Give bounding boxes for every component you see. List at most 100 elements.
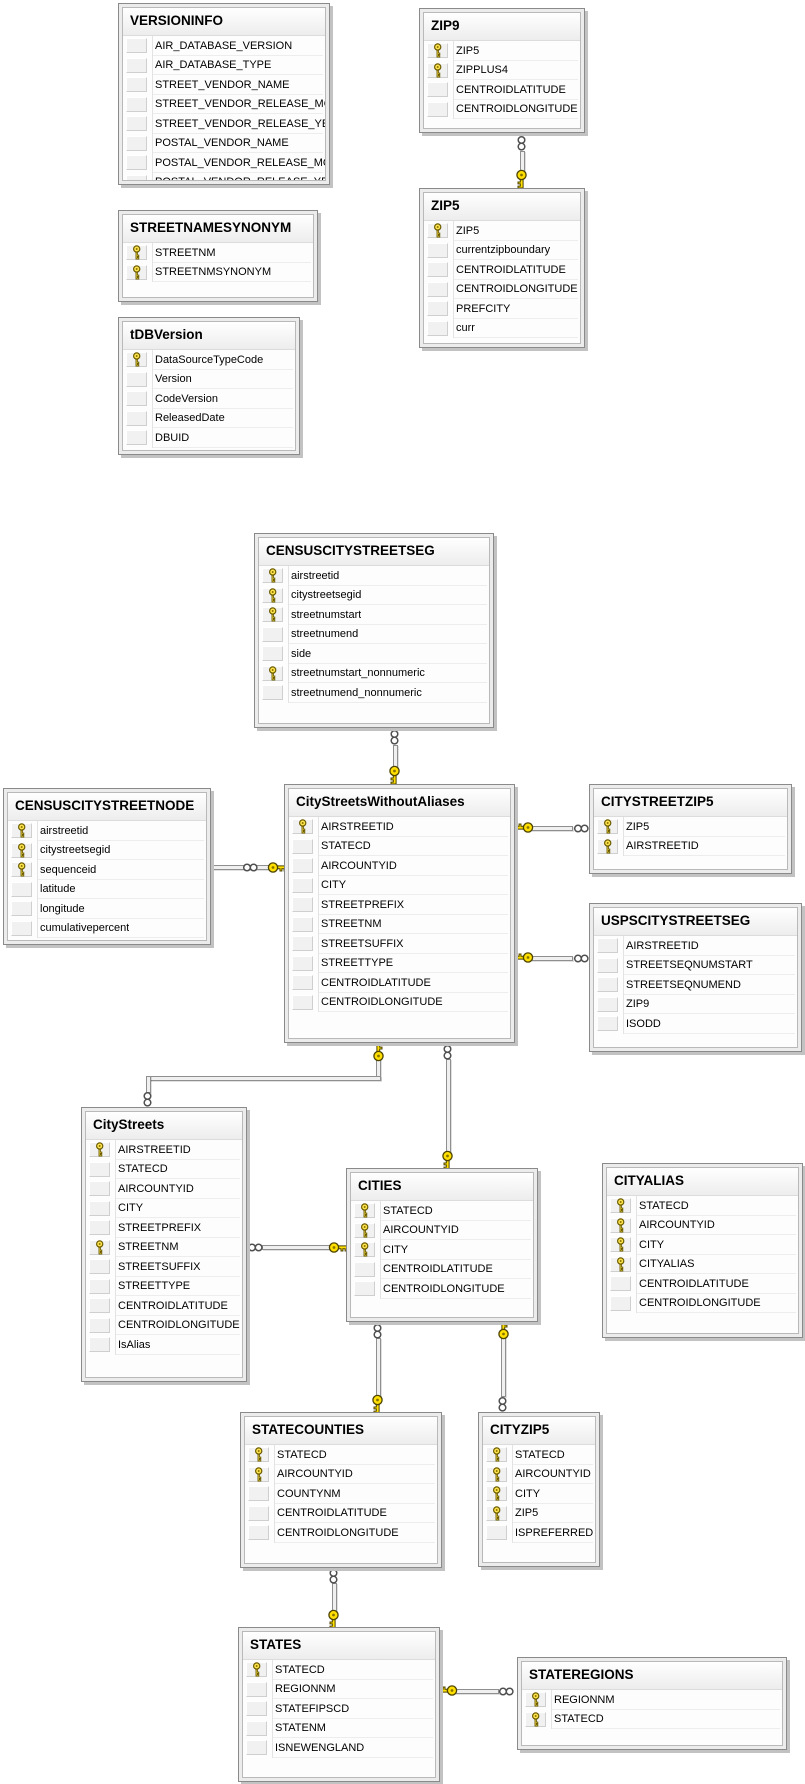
column-row-STREETSUFFIX[interactable]: STREETSUFFIX <box>289 934 510 954</box>
column-row-POSTAL_VENDOR_RELEASE_MONTH[interactable]: POSTAL_VENDOR_RELEASE_MONTH <box>123 153 325 173</box>
column-row-AIRSTREETID[interactable]: AIRSTREETID <box>594 837 787 857</box>
column-row-STREET_VENDOR_RELEASE_MONTH[interactable]: STREET_VENDOR_RELEASE_MONTH <box>123 95 325 115</box>
column-row-STREET_VENDOR_RELEASE_YEAR[interactable]: STREET_VENDOR_RELEASE_YEAR <box>123 114 325 134</box>
table-title[interactable]: STREETNAMESYNONYM <box>123 215 313 243</box>
table-title[interactable]: CityStreets <box>86 1112 242 1140</box>
column-row-ZIP5[interactable]: ZIP5 <box>424 41 580 61</box>
column-row-CITY[interactable]: CITY <box>86 1199 242 1219</box>
column-row-currentzipboundary[interactable]: currentzipboundary <box>424 241 580 261</box>
table-title[interactable]: STATEREGIONS <box>522 1662 782 1690</box>
column-row-streetnumstart[interactable]: streetnumstart <box>259 605 489 625</box>
relationship-line-CITYZIP5_CITIES[interactable] <box>500 1337 506 1397</box>
column-row-POSTAL_VENDOR_NAME[interactable]: POSTAL_VENDOR_NAME <box>123 134 325 154</box>
column-row-sequenceid[interactable]: sequenceid <box>8 860 206 880</box>
column-row-STATECD[interactable]: STATECD <box>86 1160 242 1180</box>
column-row-longitude[interactable]: longitude <box>8 899 206 919</box>
column-row-AIRCOUNTYID[interactable]: AIRCOUNTYID <box>289 856 510 876</box>
column-row-STREETTYPE[interactable]: STREETTYPE <box>86 1277 242 1297</box>
relationship-line-CITYSTREETZIP5_CityStreetsWithoutAliases[interactable] <box>531 825 573 831</box>
column-row-STATECD[interactable]: STATECD <box>483 1445 595 1465</box>
column-row-CENTROIDLONGITUDE[interactable]: CENTROIDLONGITUDE <box>86 1316 242 1336</box>
column-row-curr[interactable]: curr <box>424 319 580 339</box>
column-row-POSTAL_VENDOR_RELEASE_YEAR[interactable]: POSTAL_VENDOR_RELEASE_YEAR <box>123 173 325 180</box>
column-row-ISODD[interactable]: ISODD <box>594 1014 797 1034</box>
column-row-ReleasedDate[interactable]: ReleasedDate <box>123 409 295 429</box>
column-row-STREETSEQNUMSTART[interactable]: STREETSEQNUMSTART <box>594 956 797 976</box>
column-row-cumulativepercent[interactable]: cumulativepercent <box>8 919 206 939</box>
column-row-citystreetsegid[interactable]: citystreetsegid <box>8 841 206 861</box>
column-row-airstreetid[interactable]: airstreetid <box>259 566 489 586</box>
column-row-CENTROIDLATITUDE[interactable]: CENTROIDLATITUDE <box>424 260 580 280</box>
table-title[interactable]: CENSUSCITYSTREETSEG <box>259 538 489 566</box>
table-title[interactable]: CENSUSCITYSTREETNODE <box>8 793 206 821</box>
column-row-ZIP5[interactable]: ZIP5 <box>594 817 787 837</box>
table-title[interactable]: ZIP5 <box>424 193 580 221</box>
column-row-COUNTYNM[interactable]: COUNTYNM <box>245 1484 437 1504</box>
relationship-line-USPSCITYSTREETSEG_CityStreetsWithoutAliases[interactable] <box>531 955 573 961</box>
table-title[interactable]: CITYZIP5 <box>483 1417 595 1445</box>
column-row-AIRCOUNTYID[interactable]: AIRCOUNTYID <box>483 1465 595 1485</box>
column-row-streetnumstart_nonnumeric[interactable]: streetnumstart_nonnumeric <box>259 664 489 684</box>
column-row-PREFCITY[interactable]: PREFCITY <box>424 299 580 319</box>
column-row-ZIP5[interactable]: ZIP5 <box>424 221 580 241</box>
column-row-STATECD[interactable]: STATECD <box>245 1445 437 1465</box>
column-row-STREETNMSYNONYM[interactable]: STREETNMSYNONYM <box>123 263 313 283</box>
table-title[interactable]: CITIES <box>351 1173 533 1201</box>
table-title[interactable]: USPSCITYSTREETSEG <box>594 908 797 936</box>
column-row-Version[interactable]: Version <box>123 370 295 390</box>
column-row-REGIONNM[interactable]: REGIONNM <box>522 1690 782 1710</box>
column-row-STREETSUFFIX[interactable]: STREETSUFFIX <box>86 1257 242 1277</box>
column-row-CITY[interactable]: CITY <box>289 876 510 896</box>
table-title[interactable]: CityStreetsWithoutAliases <box>289 789 510 817</box>
column-row-STREETSEQNUMEND[interactable]: STREETSEQNUMEND <box>594 975 797 995</box>
column-row-AIRSTREETID[interactable]: AIRSTREETID <box>289 817 510 837</box>
column-row-CENTROIDLONGITUDE[interactable]: CENTROIDLONGITUDE <box>245 1523 437 1543</box>
column-row-CITY[interactable]: CITY <box>351 1240 533 1260</box>
column-row-STATECD[interactable]: STATECD <box>289 837 510 857</box>
relationship-line-CITIES_STATECOUNTIES[interactable] <box>375 1338 381 1398</box>
column-row-streetnumend[interactable]: streetnumend <box>259 625 489 645</box>
table-title[interactable]: tDBVersion <box>123 322 295 350</box>
table-title[interactable]: CITYALIAS <box>607 1168 798 1196</box>
column-row-AIR_DATABASE_VERSION[interactable]: AIR_DATABASE_VERSION <box>123 36 325 56</box>
column-row-STREETTYPE[interactable]: STREETTYPE <box>289 954 510 974</box>
column-row-streetnumend_nonnumeric[interactable]: streetnumend_nonnumeric <box>259 683 489 703</box>
column-row-IsAlias[interactable]: IsAlias <box>86 1335 242 1355</box>
column-row-STREETNM[interactable]: STREETNM <box>123 243 313 263</box>
column-row-CENTROIDLATITUDE[interactable]: CENTROIDLATITUDE <box>289 973 510 993</box>
column-row-CENTROIDLONGITUDE[interactable]: CENTROIDLONGITUDE <box>424 280 580 300</box>
column-row-CENTROIDLATITUDE[interactable]: CENTROIDLATITUDE <box>424 80 580 100</box>
relationship-line-CityStreets_CityStreetsWithoutAliases[interactable] <box>145 1076 381 1081</box>
table-title[interactable]: CITYSTREETZIP5 <box>594 789 787 817</box>
column-row-latitude[interactable]: latitude <box>8 880 206 900</box>
relationship-line-STATEREGIONS_STATES[interactable] <box>455 1688 499 1694</box>
relationship-line-CityStreets_CITIES[interactable] <box>262 1244 332 1250</box>
column-row-STATECD[interactable]: STATECD <box>522 1710 782 1730</box>
column-row-CENTROIDLATITUDE[interactable]: CENTROIDLATITUDE <box>351 1260 533 1280</box>
column-row-STATENM[interactable]: STATENM <box>243 1719 435 1739</box>
column-row-AIRCOUNTYID[interactable]: AIRCOUNTYID <box>86 1179 242 1199</box>
column-row-CENTROIDLONGITUDE[interactable]: CENTROIDLONGITUDE <box>424 100 580 120</box>
column-row-DataSourceTypeCode[interactable]: DataSourceTypeCode <box>123 350 295 370</box>
column-row-side[interactable]: side <box>259 644 489 664</box>
column-row-AIRCOUNTYID[interactable]: AIRCOUNTYID <box>245 1465 437 1485</box>
column-row-STATEFIPSCD[interactable]: STATEFIPSCD <box>243 1699 435 1719</box>
column-row-STREETPREFIX[interactable]: STREETPREFIX <box>289 895 510 915</box>
table-title[interactable]: VERSIONINFO <box>123 8 325 36</box>
column-row-CITY[interactable]: CITY <box>607 1235 798 1255</box>
column-row-CITYALIAS[interactable]: CITYALIAS <box>607 1255 798 1275</box>
column-row-CENTROIDLONGITUDE[interactable]: CENTROIDLONGITUDE <box>607 1294 798 1314</box>
